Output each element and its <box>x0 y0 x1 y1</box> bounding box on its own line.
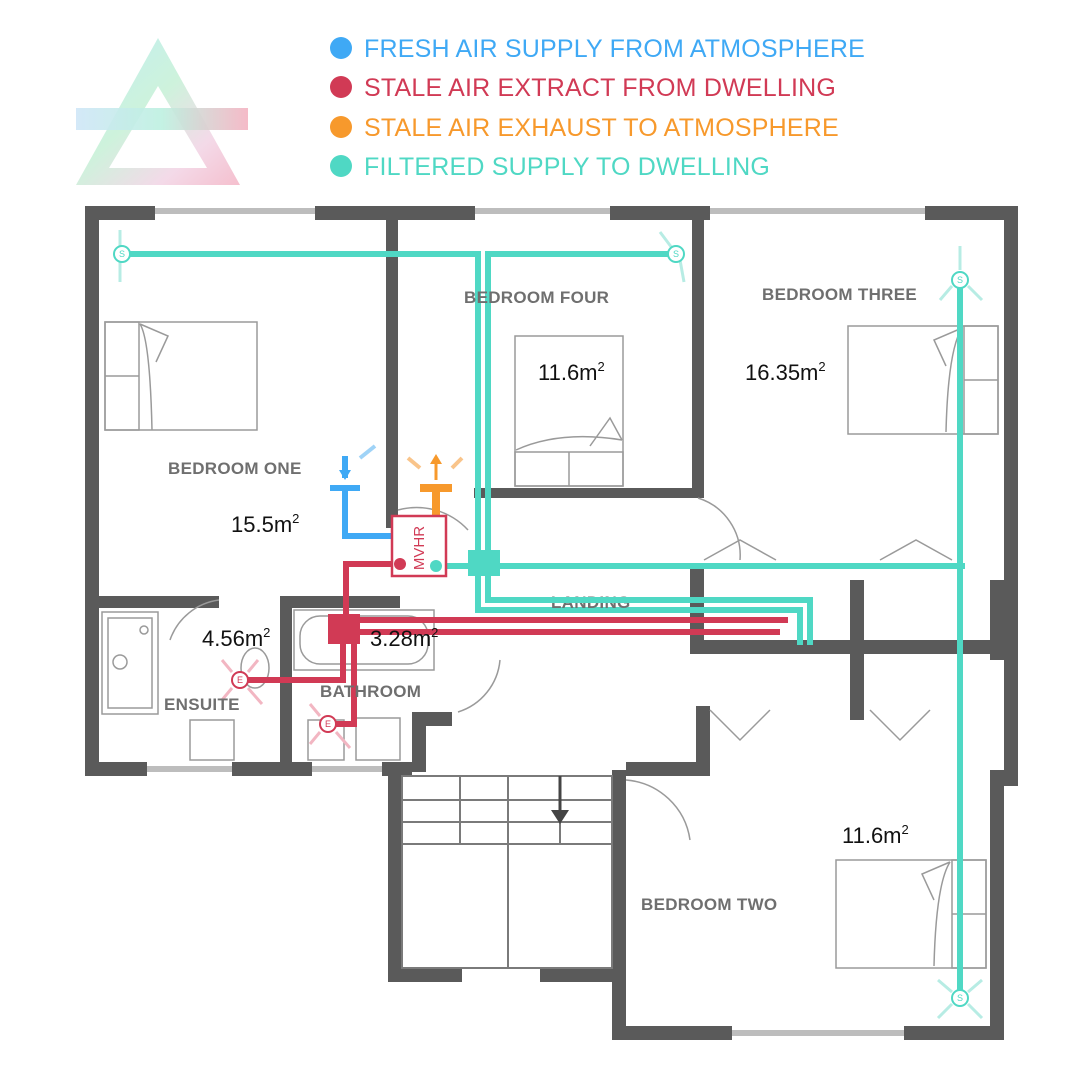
area-bedroom-three: 16.35m2 <box>745 359 826 385</box>
extract-terminal-icon: E <box>220 659 264 705</box>
supply-terminal-label: S <box>957 275 963 285</box>
area-bathroom: 3.28m2 <box>370 625 438 651</box>
room-label-ensuite: ENSUITE <box>164 695 240 714</box>
supply-terminal-label: S <box>119 249 125 259</box>
supply-port <box>430 560 442 572</box>
legend-dot-extract <box>330 76 352 98</box>
area-ensuite: 4.56m2 <box>202 625 270 651</box>
extract-terminal-label: E <box>237 675 243 685</box>
legend-dot-fresh <box>330 37 352 59</box>
supply-terminal-label: S <box>957 993 963 1003</box>
airflow-arrow-icon <box>339 470 351 480</box>
room-label-bathroom: BATHROOM <box>320 682 421 701</box>
extract-port <box>394 558 406 570</box>
mvhr-label: MVHR <box>411 526 428 570</box>
supply-terminal-icon: S <box>936 978 984 1020</box>
room-label-bedroom-two: BEDROOM TWO <box>641 895 777 914</box>
legend-dot-exhaust <box>330 116 352 138</box>
area-bedroom-two: 11.6m2 <box>842 822 909 848</box>
supply-terminal-icon: S <box>113 230 131 282</box>
logo-triangle-icon <box>76 38 248 185</box>
airflow-arrow-icon <box>430 454 442 464</box>
legend-label-extract: STALE AIR EXTRACT FROM DWELLING <box>364 74 836 102</box>
fresh-air-duct <box>330 444 400 539</box>
extract-terminal-label: E <box>325 719 331 729</box>
supply-terminal-icon: S <box>658 231 686 283</box>
supply-ducts <box>122 251 965 1001</box>
furniture <box>101 321 999 969</box>
supply-terminal-icon: S <box>938 246 984 302</box>
legend-label-exhaust: STALE AIR EXHAUST TO ATMOSPHERE <box>364 114 839 142</box>
room-label-bedroom-three: BEDROOM THREE <box>762 285 917 304</box>
legend: FRESH AIR SUPPLY FROM ATMOSPHERE STALE A… <box>330 35 865 181</box>
supply-terminal-label: S <box>673 249 679 259</box>
stairs <box>401 775 613 969</box>
walls <box>85 206 1018 1040</box>
legend-label-fresh: FRESH AIR SUPPLY FROM ATMOSPHERE <box>364 35 865 63</box>
room-label-bedroom-four: BEDROOM FOUR <box>464 288 609 307</box>
legend-label-supply: FILTERED SUPPLY TO DWELLING <box>364 153 770 181</box>
area-bedroom-one: 15.5m2 <box>231 511 299 537</box>
extract-terminal-icon: E <box>308 703 352 749</box>
room-label-bedroom-one: BEDROOM ONE <box>168 459 302 478</box>
legend-dot-supply <box>330 155 352 177</box>
area-bedroom-four: 11.6m2 <box>538 359 605 385</box>
